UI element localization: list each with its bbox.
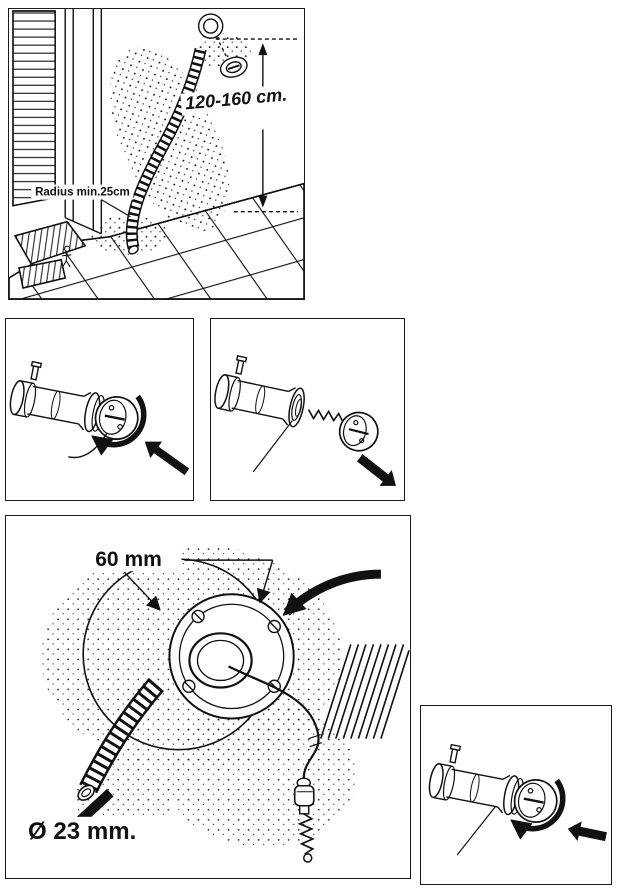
fitting-body <box>428 743 558 823</box>
height-label-group: 120-160 cm. <box>180 83 295 116</box>
cap-removed-drawing <box>214 355 396 486</box>
hose-diameter-label: Ø 23 mm. <box>28 818 136 845</box>
screw-cap <box>338 411 379 452</box>
hole-dimension <box>123 559 274 608</box>
pull-arrow-icon <box>356 454 396 486</box>
drain-grate <box>13 220 87 289</box>
corrugated-hose <box>77 677 164 801</box>
insert-arrow-icon <box>287 569 381 612</box>
push-arrow-icon <box>567 821 607 842</box>
plug-with-spring <box>293 777 315 863</box>
push-arrow-icon <box>144 441 190 476</box>
leader-line <box>456 806 496 856</box>
panel-cap-removed <box>210 318 405 501</box>
corrugated-hose <box>125 47 207 255</box>
spring <box>297 813 315 855</box>
spring <box>307 408 344 423</box>
fitting-body <box>9 360 139 440</box>
cap-leader-line <box>216 36 228 58</box>
shutter-louvers <box>12 10 56 207</box>
hole-diameter-label-group: 60 mm <box>91 547 182 572</box>
panel-cap-screw-back <box>420 705 612 885</box>
radius-label: Radius min.25cm <box>35 187 130 199</box>
rotation-arrow-icon <box>514 778 566 828</box>
height-measurement-arrow <box>215 38 298 213</box>
leader-line <box>252 420 293 473</box>
mounting-flange <box>168 593 295 720</box>
rotation-arrow-icon <box>95 394 147 444</box>
power-cable <box>228 665 322 781</box>
panel-exterior-installation: 120-160 cm. Radius min.25cm <box>8 8 305 300</box>
hole-diameter-label: 60 mm <box>95 548 162 571</box>
exterior-installation-drawing: 120-160 cm. Radius min.25cm <box>9 9 304 299</box>
screw-cap <box>513 779 558 823</box>
panel-cap-unscrew <box>5 318 194 501</box>
lanyard-cord <box>68 433 108 459</box>
cap-unscrew-drawing <box>9 360 190 476</box>
hose-diameter-label-group: Ø 23 mm. <box>23 816 170 845</box>
door-frame <box>64 9 103 235</box>
radius-label-group: Radius min.25cm <box>31 184 134 218</box>
person-figure <box>61 245 72 269</box>
cap-screw-back-drawing <box>428 743 607 856</box>
fitting-body <box>214 355 305 428</box>
sealing-cap <box>219 56 248 78</box>
hole-mounting-drawing: 60 mm Ø 23 mm. <box>23 544 410 863</box>
panel-hole-mounting: 60 mm Ø 23 mm. <box>5 515 411 879</box>
wall-fitting <box>197 13 224 39</box>
hatch-marks <box>320 644 410 739</box>
